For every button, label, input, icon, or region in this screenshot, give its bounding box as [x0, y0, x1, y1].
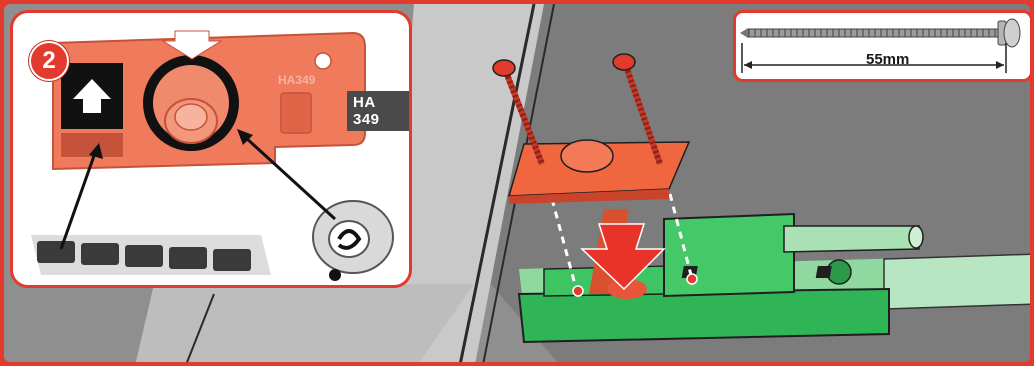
part-code-tag: HA 349: [347, 91, 409, 131]
slide-rail-front: [519, 289, 889, 342]
step-number-badge: 2: [29, 41, 69, 81]
cabinet-floor: [134, 284, 474, 366]
part-slot: [281, 93, 311, 133]
part-detail-drawing: [13, 13, 409, 285]
pointer-line-tape: [245, 137, 335, 219]
felt-pads: [31, 235, 271, 275]
screw-length-label: 55mm: [866, 51, 909, 68]
bracket-cam: [561, 140, 613, 172]
screw-hole-left: [573, 286, 583, 296]
part-mounting-hole: [315, 53, 331, 69]
slide-rail-extension: [884, 254, 1034, 309]
part-code-embossed: HA349: [278, 73, 315, 87]
slide-pin: [784, 226, 919, 252]
screw-length-inset: 55mm: [733, 10, 1033, 82]
screw-drawing: [736, 13, 1030, 79]
cam-cylinder-top: [175, 104, 207, 130]
slide-pin-end: [909, 226, 923, 248]
dimension-arrow-left: [744, 61, 752, 69]
screw-hole-right: [687, 274, 697, 284]
dimension-arrow-right: [996, 61, 1004, 69]
tape-roll: [313, 201, 393, 281]
screw-long: [740, 19, 1020, 47]
part-detail-inset: 2 HA349 HA 349: [10, 10, 412, 288]
slide-lock-housing: [664, 214, 794, 296]
slide-slot-2: [816, 266, 832, 278]
